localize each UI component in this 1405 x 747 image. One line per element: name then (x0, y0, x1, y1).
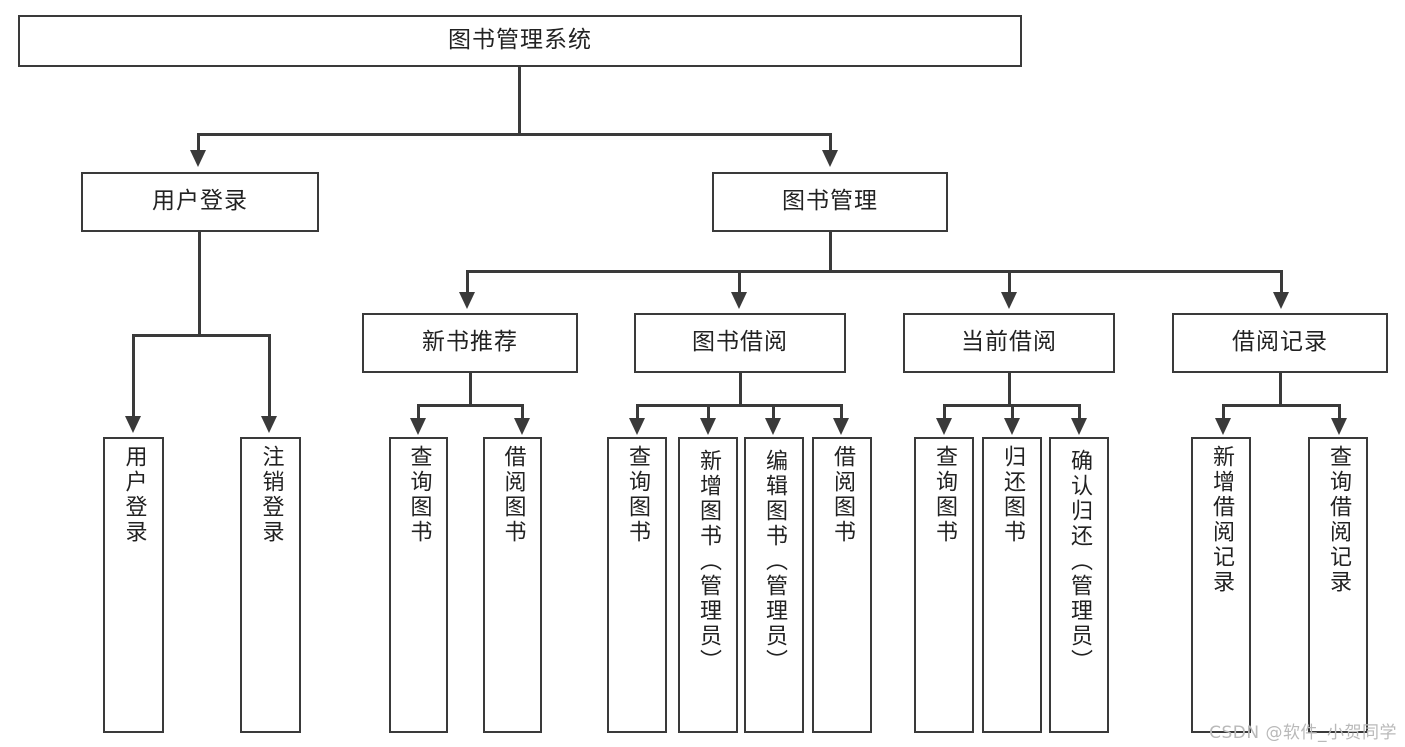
arrow-to-bookborrow-leaf-1 (629, 418, 645, 435)
connector-currentborrow-stem (1008, 373, 1011, 406)
arrow-to-borrowrecord-leaf-1 (1215, 418, 1231, 435)
arrow-to-book-manage (822, 150, 838, 167)
connector-level3-bus (466, 270, 1282, 273)
connector-bookborrow-drop-2 (707, 404, 710, 419)
connector-user-login-drop-2 (268, 334, 271, 418)
connector-bookborrow-drop-4 (840, 404, 843, 419)
connector-borrowrecord-drop-2 (1338, 404, 1341, 419)
connector-bookborrow-stem (739, 373, 742, 406)
leaf-edit-book-admin[interactable]: 编辑图书（管理员） (744, 437, 804, 733)
arrow-to-borrowrecord-leaf-2 (1331, 418, 1347, 435)
arrow-to-leaf-user-login (125, 416, 141, 433)
arrow-to-bookborrow-leaf-4 (833, 418, 849, 435)
connector-level2-drop-left (197, 133, 200, 153)
arrow-to-borrow-record (1273, 292, 1289, 309)
arrow-to-currentborrow-leaf-1 (936, 418, 952, 435)
watermark-text: CSDN @软件_小贺同学 (1209, 723, 1397, 743)
connector-level3-drop-3 (1008, 270, 1011, 294)
connector-borrowrecord-stem (1279, 373, 1282, 406)
node-root-system[interactable]: 图书管理系统 (18, 15, 1022, 67)
arrow-to-book-borrow (731, 292, 747, 309)
arrow-to-newbook-leaf-2 (514, 418, 530, 435)
arrow-to-user-login (190, 150, 206, 167)
arrow-to-leaf-logout (261, 416, 277, 433)
arrow-to-currentborrow-leaf-2 (1004, 418, 1020, 435)
connector-currentborrow-drop-2 (1011, 404, 1014, 419)
leaf-user-login[interactable]: 用户登录 (103, 437, 164, 733)
connector-currentborrow-drop-1 (943, 404, 946, 419)
connector-level3-drop-1 (466, 270, 469, 294)
connector-newbook-drop-1 (417, 404, 420, 419)
arrow-to-new-book-rec (459, 292, 475, 309)
connector-level2-drop-right (829, 133, 832, 153)
connector-bookborrow-drop-1 (636, 404, 639, 419)
arrow-to-currentborrow-leaf-3 (1071, 418, 1087, 435)
connector-user-login-drop-1 (132, 334, 135, 418)
leaf-add-borrow-record[interactable]: 新增借阅记录 (1191, 437, 1251, 733)
node-new-book-recommend[interactable]: 新书推荐 (362, 313, 578, 373)
leaf-query-book-current[interactable]: 查询图书 (914, 437, 974, 733)
connector-currentborrow-drop-3 (1078, 404, 1081, 419)
leaf-logout[interactable]: 注销登录 (240, 437, 301, 733)
connector-level3-drop-2 (738, 270, 741, 294)
leaf-add-book-admin[interactable]: 新增图书（管理员） (678, 437, 738, 733)
arrow-to-bookborrow-leaf-2 (700, 418, 716, 435)
leaf-query-book-borrow[interactable]: 查询图书 (607, 437, 667, 733)
connector-user-login-stem (198, 232, 201, 336)
node-current-borrow[interactable]: 当前借阅 (903, 313, 1115, 373)
leaf-query-book-newbook[interactable]: 查询图书 (389, 437, 448, 733)
node-user-login[interactable]: 用户登录 (81, 172, 319, 232)
connector-newbook-drop-2 (521, 404, 524, 419)
connector-level2-bus (197, 133, 832, 136)
leaf-confirm-return-admin[interactable]: 确认归还（管理员） (1049, 437, 1109, 733)
arrow-to-bookborrow-leaf-3 (765, 418, 781, 435)
arrow-to-newbook-leaf-1 (410, 418, 426, 435)
connector-root-stem (518, 67, 521, 135)
connector-level3-drop-4 (1280, 270, 1283, 294)
arrow-to-current-borrow (1001, 292, 1017, 309)
leaf-borrow-book-newbook[interactable]: 借阅图书 (483, 437, 542, 733)
leaf-borrow-book[interactable]: 借阅图书 (812, 437, 872, 733)
connector-borrowrecord-drop-1 (1222, 404, 1225, 419)
leaf-query-borrow-record[interactable]: 查询借阅记录 (1308, 437, 1368, 733)
connector-newbook-stem (469, 373, 472, 406)
connector-user-login-bus (132, 334, 270, 337)
node-book-manage[interactable]: 图书管理 (712, 172, 948, 232)
node-book-borrow[interactable]: 图书借阅 (634, 313, 846, 373)
leaf-return-book[interactable]: 归还图书 (982, 437, 1042, 733)
connector-borrowrecord-bus (1222, 404, 1340, 407)
connector-newbook-bus (417, 404, 523, 407)
node-borrow-record[interactable]: 借阅记录 (1172, 313, 1388, 373)
connector-book-manage-stem (829, 232, 832, 273)
connector-bookborrow-drop-3 (772, 404, 775, 419)
connector-bookborrow-bus (636, 404, 842, 407)
